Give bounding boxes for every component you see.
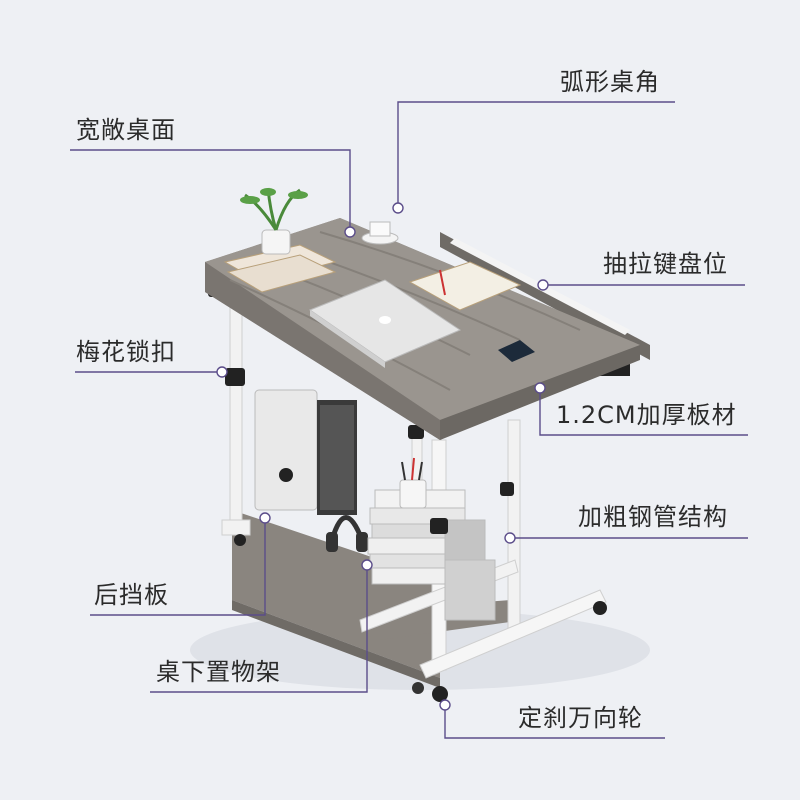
desk-illustration [190,187,650,702]
callout-line-back-panel [90,518,266,616]
callout-lines [70,101,748,739]
caster-wheel [432,686,448,702]
callout-label-steel-tube: 加粗钢管结构 [578,503,728,531]
phone [498,340,535,362]
callout-line-wide-top [70,149,351,232]
callout-label-back-panel: 后挡板 [94,581,169,609]
callout-label-under-shelf: 桌下置物架 [156,658,281,686]
callout-label-plum-lock: 梅花锁扣 [76,338,176,366]
book-stack [367,489,496,621]
callout-label-keyboard-tray: 抽拉键盘位 [603,250,728,278]
coffee-cup [361,221,399,245]
callout-label-casters: 定刹万向轮 [518,704,643,732]
callout-label-thick-board: 1.2CM加厚板材 [556,401,737,429]
notebook [408,261,522,311]
books-with-plant [223,187,337,293]
callout-label-wide-top: 宽敞桌面 [76,116,176,144]
pen-cup [399,457,427,509]
callout-line-thick-board [539,388,748,436]
callout-dots [216,202,549,711]
headphones [326,515,368,552]
callout-line-caster [444,705,665,739]
callout-line-curved-corner [397,101,675,208]
callout-line-under-shelf [150,565,368,693]
computer-tower [254,389,357,515]
laptop [308,279,462,368]
callout-label-curved-corner: 弧形桌角 [560,68,660,96]
